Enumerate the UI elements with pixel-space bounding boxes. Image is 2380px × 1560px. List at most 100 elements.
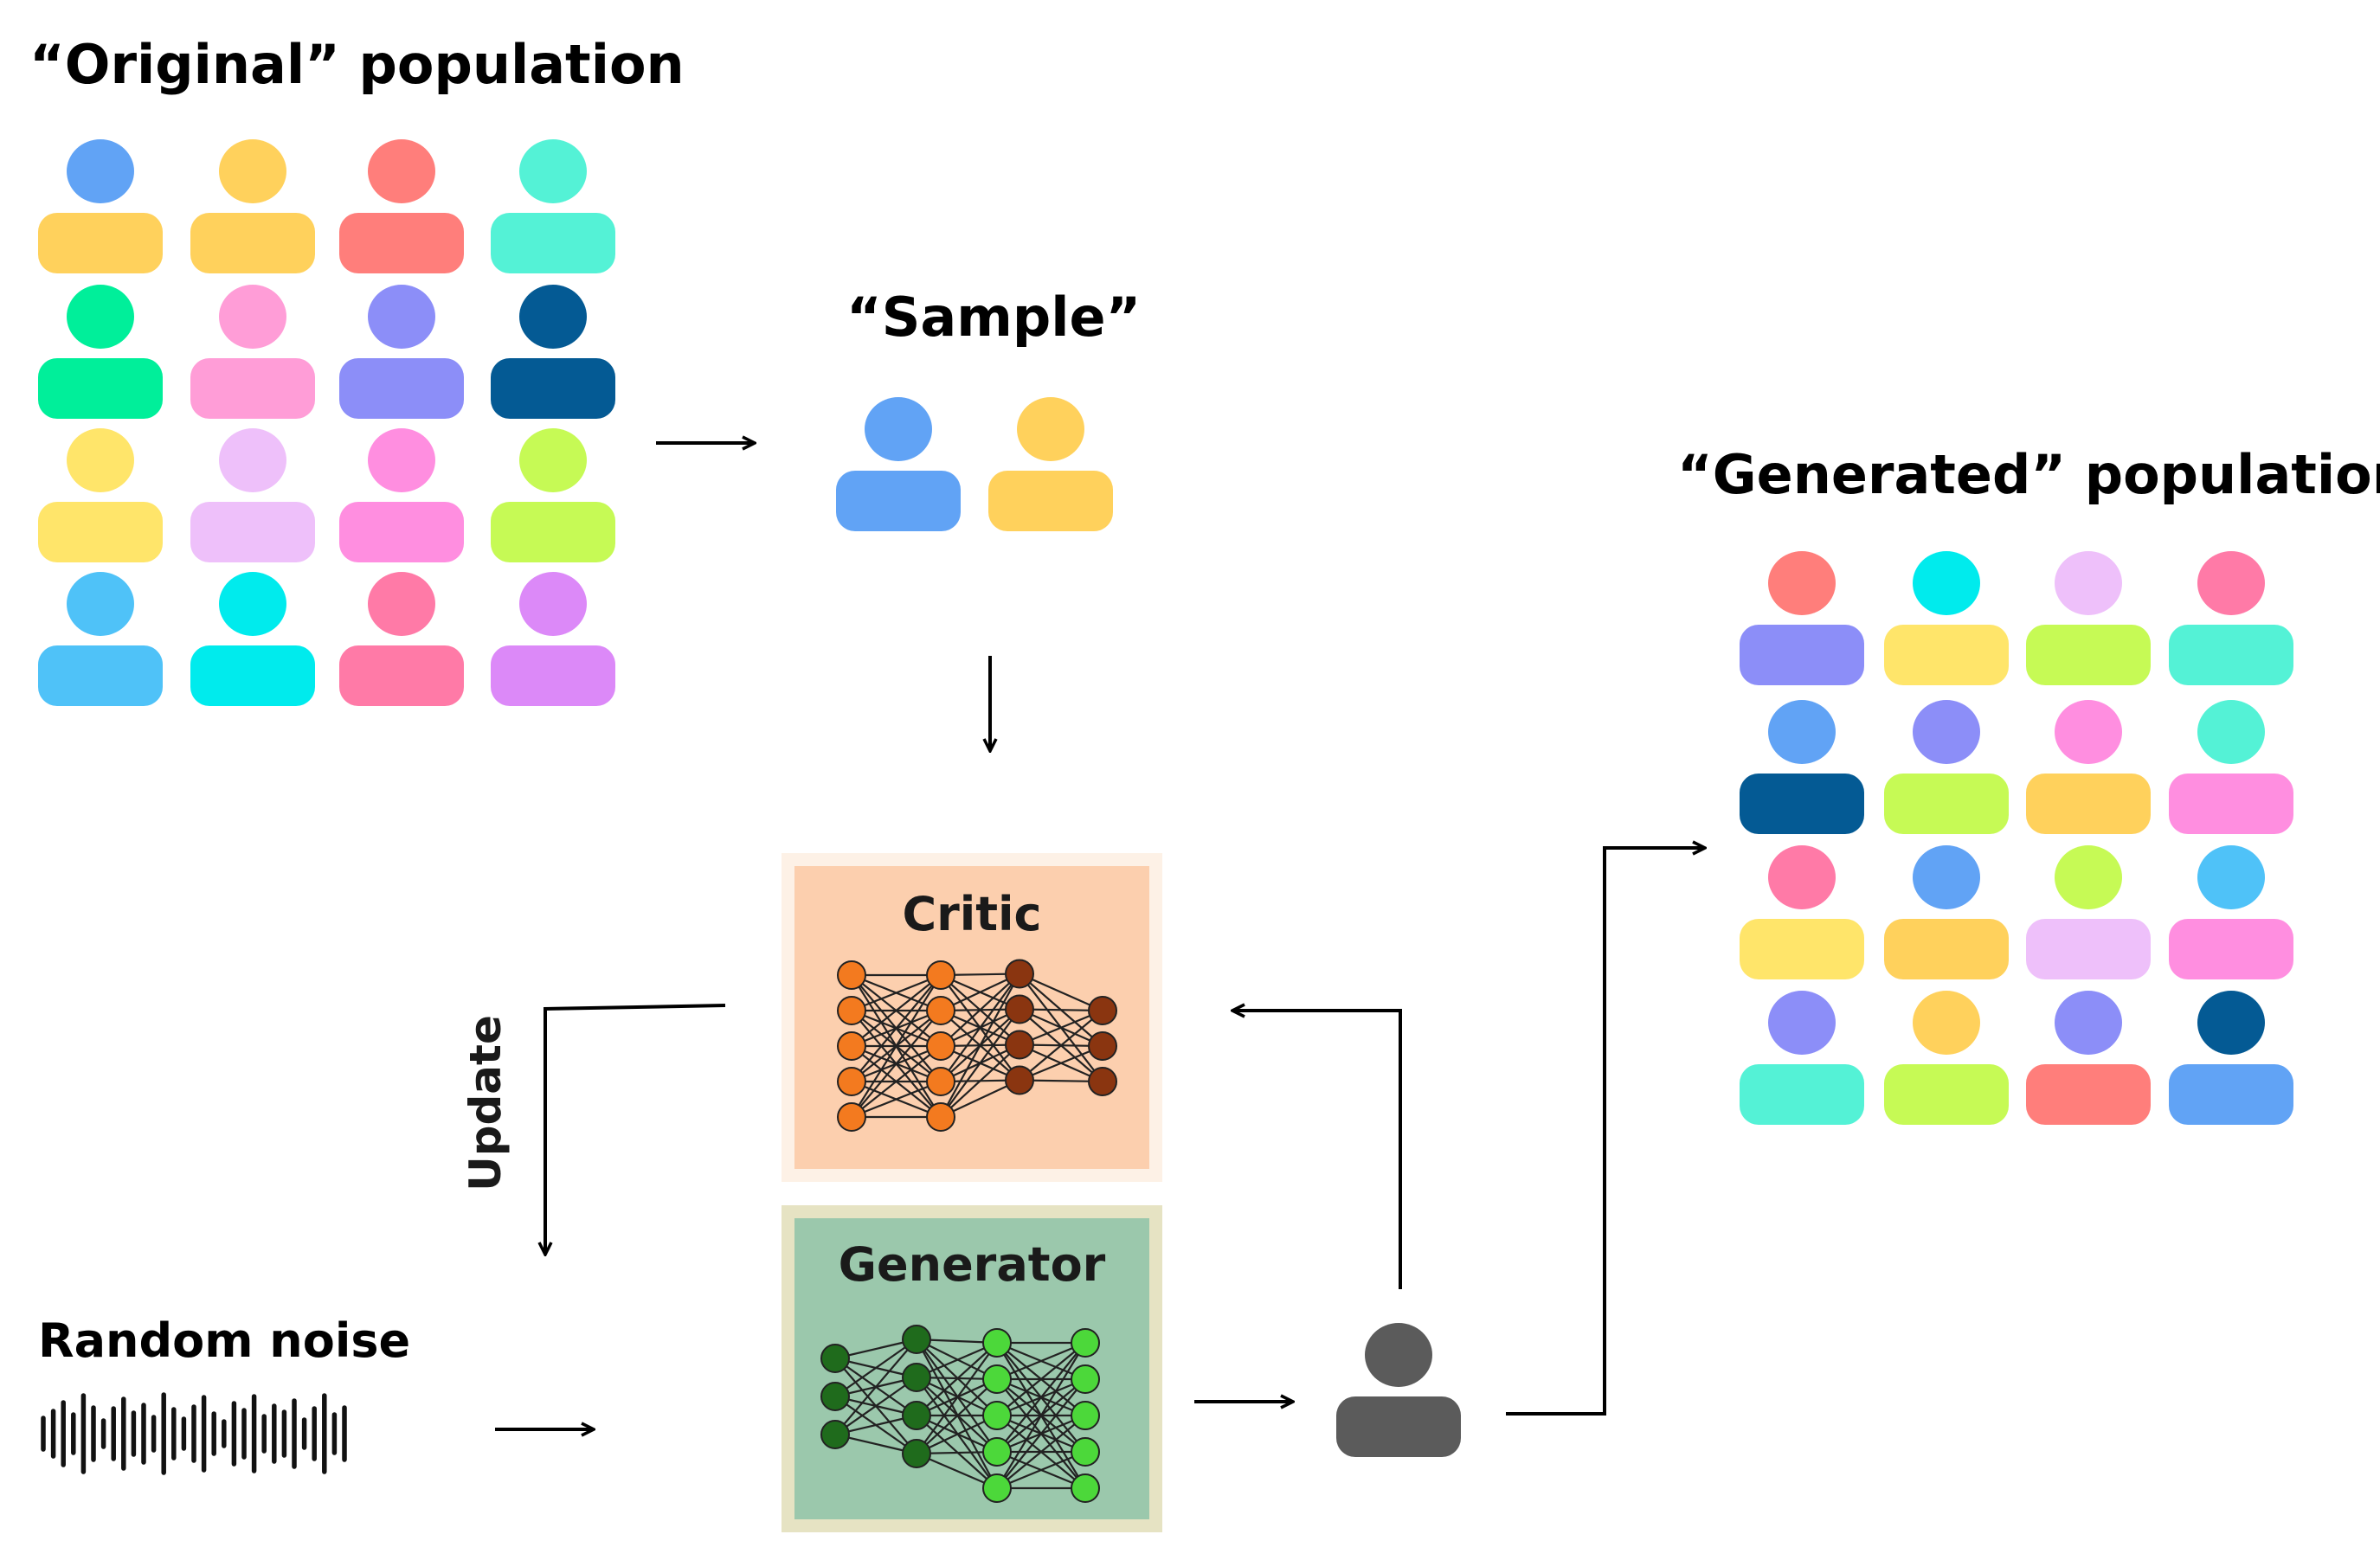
network-node xyxy=(1005,994,1034,1024)
person-body xyxy=(38,213,163,273)
generated-person-icon xyxy=(2026,845,2151,979)
person-head xyxy=(1913,700,1980,764)
person-head xyxy=(67,285,134,349)
network-node xyxy=(926,1031,955,1061)
person-body xyxy=(1884,919,2009,979)
person-head xyxy=(368,428,435,492)
network-edge xyxy=(940,973,1020,1047)
person-head xyxy=(519,139,587,203)
person-head xyxy=(2055,991,2122,1055)
original-person-icon xyxy=(339,139,464,273)
generated-person-icon xyxy=(2026,551,2151,685)
person-body xyxy=(38,645,163,706)
person-head xyxy=(368,139,435,203)
network-node xyxy=(902,1439,931,1468)
original-population-grid xyxy=(38,139,615,706)
person-body xyxy=(2169,774,2293,834)
person-head xyxy=(368,285,435,349)
person-body xyxy=(2026,919,2151,979)
original-person-icon xyxy=(339,572,464,706)
generated-person-icon xyxy=(2169,551,2293,685)
person-body xyxy=(1740,1064,1864,1125)
generator-network-icon xyxy=(820,1325,1100,1503)
network-edge xyxy=(916,1342,998,1454)
critic-box: Critic xyxy=(782,853,1162,1182)
network-node xyxy=(820,1344,850,1373)
person-body xyxy=(38,358,163,419)
person-body xyxy=(2026,774,2151,834)
network-edge xyxy=(851,974,942,1118)
person-body xyxy=(2169,919,2293,979)
original-population-title: “Original” population xyxy=(29,33,685,96)
generated-person-icon xyxy=(2026,700,2151,834)
person-head xyxy=(2197,551,2265,615)
network-edge xyxy=(1019,973,1103,1012)
person-head xyxy=(67,572,134,636)
network-edge xyxy=(996,1342,1086,1416)
person-body xyxy=(38,502,163,562)
arrow-sample-to-critic-feedback xyxy=(1232,1011,1402,1289)
person-body xyxy=(1740,919,1864,979)
original-person-icon xyxy=(190,572,315,706)
network-edge xyxy=(851,1010,942,1118)
original-person-icon xyxy=(339,285,464,419)
network-node xyxy=(982,1364,1012,1394)
network-node xyxy=(1005,1065,1034,1095)
person-body xyxy=(1740,625,1864,685)
update-label: Update xyxy=(460,1015,511,1191)
person-head xyxy=(67,428,134,492)
person-body xyxy=(988,471,1113,531)
network-edge xyxy=(834,1339,917,1435)
person-head xyxy=(1768,845,1836,909)
person-body xyxy=(339,358,464,419)
generated-sample-person xyxy=(1336,1323,1461,1457)
network-node xyxy=(1071,1328,1100,1358)
person-body xyxy=(1740,774,1864,834)
generator-box: Generator xyxy=(782,1205,1162,1532)
person-head xyxy=(2055,700,2122,764)
network-node xyxy=(820,1420,850,1449)
network-node xyxy=(1005,1030,1034,1060)
person-body xyxy=(2169,1064,2293,1125)
network-node xyxy=(982,1328,1012,1358)
network-node xyxy=(1071,1401,1100,1430)
network-node xyxy=(982,1473,1012,1503)
network-node xyxy=(1088,1031,1117,1061)
network-node xyxy=(1071,1473,1100,1503)
network-edge xyxy=(834,1339,917,1397)
arrow-critic-update-generator xyxy=(545,1004,726,1255)
generated-person-icon xyxy=(2169,845,2293,979)
person-body xyxy=(836,471,961,531)
person-body xyxy=(2169,625,2293,685)
generator-label: Generator xyxy=(839,1237,1106,1292)
network-node xyxy=(1005,959,1034,989)
person-body xyxy=(190,645,315,706)
person-head xyxy=(2055,551,2122,615)
person-head xyxy=(1768,551,1836,615)
network-node xyxy=(982,1437,1012,1467)
network-nodes xyxy=(837,959,1117,1132)
person-body xyxy=(1884,625,2009,685)
network-nodes xyxy=(820,1325,1100,1503)
person-body xyxy=(190,502,315,562)
network-edge xyxy=(996,1415,1086,1489)
person-head xyxy=(2197,845,2265,909)
person-head xyxy=(865,397,932,461)
network-edge xyxy=(851,974,942,1082)
person-body xyxy=(190,213,315,273)
network-node xyxy=(820,1382,850,1411)
person-body xyxy=(2026,625,2151,685)
person-head xyxy=(2055,845,2122,909)
person-body xyxy=(491,502,615,562)
sample-person-icon xyxy=(836,397,961,531)
network-node xyxy=(1088,1067,1117,1096)
person-body xyxy=(2026,1064,2151,1125)
network-edge xyxy=(996,1342,1086,1489)
network-edge xyxy=(996,1450,1086,1490)
person-head xyxy=(1365,1323,1432,1387)
network-node xyxy=(837,960,866,990)
person-body xyxy=(491,358,615,419)
person-head xyxy=(1913,991,1980,1055)
network-node xyxy=(926,960,955,990)
